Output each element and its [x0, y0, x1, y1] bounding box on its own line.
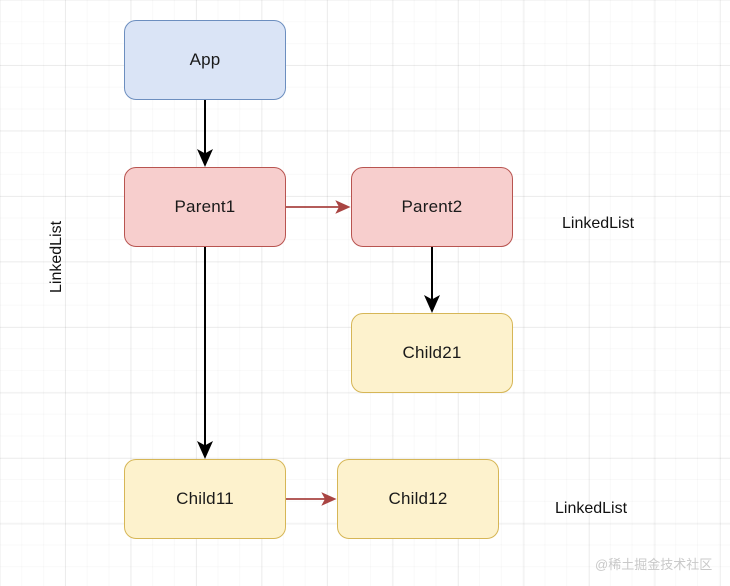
node-app[interactable]: App — [124, 20, 286, 100]
node-app-label: App — [189, 50, 221, 69]
annotation-linkedlist-left: LinkedList — [48, 220, 65, 293]
node-parent2[interactable]: Parent2 — [351, 167, 513, 247]
node-parent1[interactable]: Parent1 — [124, 167, 286, 247]
node-child11-label: Child11 — [176, 489, 234, 508]
watermark: @稀土掘金技术社区 — [595, 557, 713, 572]
node-child11[interactable]: Child11 — [124, 459, 286, 539]
node-child12-label: Child12 — [388, 489, 448, 508]
node-parent2-label: Parent2 — [401, 197, 463, 216]
node-child21-label: Child21 — [402, 343, 462, 362]
node-child12[interactable]: Child12 — [337, 459, 499, 539]
node-child21[interactable]: Child21 — [351, 313, 513, 393]
annotation-linkedlist-child-row: LinkedList — [555, 500, 628, 517]
node-parent1-label: Parent1 — [174, 197, 236, 216]
annotation-linkedlist-parent-row: LinkedList — [562, 215, 635, 232]
